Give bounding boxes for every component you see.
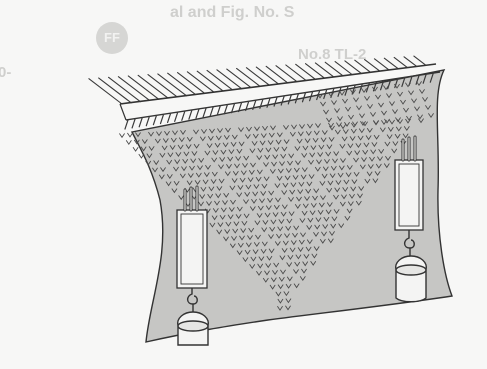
cylinder-weight-icon [396, 256, 427, 302]
cylinder-weight-icon [178, 312, 209, 345]
